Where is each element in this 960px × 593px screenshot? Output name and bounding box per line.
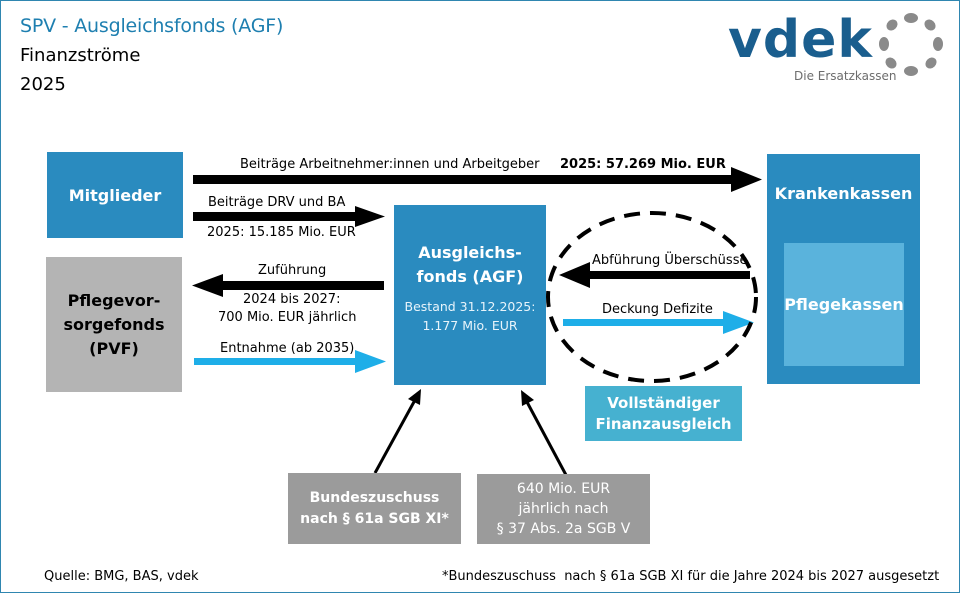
- logo-tagline: Die Ersatzkassen: [794, 69, 897, 83]
- node-bundeszuschuss-line1: Bundeszuschuss: [309, 489, 440, 506]
- logo-wordmark: vdek: [728, 10, 873, 70]
- finanzausgleich-ellipse: [546, 211, 758, 383]
- flow-amount-employee-employer: 2025: 57.269 Mio. EUR: [560, 157, 726, 172]
- flow-label-deckung: Deckung Defizite: [602, 302, 713, 317]
- page-subtitle: Finanzströme: [20, 45, 141, 66]
- flow-label-entnahme: Entnahme (ab 2035): [220, 341, 355, 356]
- vdek-logo: vdek Die Ersatzkassen: [728, 10, 948, 88]
- node-sgbv-line1: 640 Mio. EUR: [516, 481, 611, 497]
- node-krankenkassen-label: Krankenkassen: [774, 184, 913, 203]
- flow-label-drv-ba: Beiträge DRV und BA: [208, 195, 346, 210]
- flow-amount-drv-ba: 2025: 15.185 Mio. EUR: [207, 225, 356, 240]
- arrow-drv-ba: [193, 206, 385, 227]
- flow-amount-zufuehrung-line1: 2024 bis 2027:: [243, 292, 341, 307]
- node-pflegekassen: Pflegekassen: [784, 243, 904, 366]
- page-year: 2025: [20, 74, 66, 95]
- arrow-zufuehrung: [192, 274, 384, 297]
- node-finanzausgleich: Vollständiger Finanzausgleich: [585, 386, 742, 441]
- node-bundeszuschuss: Bundeszuschuss nach § 61a SGB XI*: [288, 473, 461, 544]
- node-bundeszuschuss-line2: nach § 61a SGB XI*: [300, 510, 449, 527]
- node-sgbv-line3: § 37 Abs. 2a SGB V: [496, 521, 631, 537]
- node-pvf-line1: Pflegevor-: [67, 290, 161, 310]
- flow-label-abfuehrung: Abführung Überschüsse: [592, 253, 748, 268]
- page-title: SPV - Ausgleichsfonds (AGF): [20, 15, 284, 37]
- arrow-abfuehrung: [559, 262, 750, 288]
- arrow-entnahme: [194, 350, 386, 373]
- node-agf-title-line1: Ausgleichs-: [418, 243, 522, 262]
- arrow-sgbv: [521, 390, 568, 476]
- node-pvf-line2: sorgefonds: [63, 314, 165, 334]
- node-sgbv: 640 Mio. EUR jährlich nach § 37 Abs. 2a …: [477, 474, 650, 544]
- dotted-ring-icon: [879, 13, 943, 76]
- flow-label-employee-employer: Beiträge Arbeitnehmer:innen und Arbeitge…: [240, 157, 540, 172]
- arrow-employee-employer: [193, 167, 762, 192]
- footnote: *Bundeszuschuss nach § 61a SGB XI für di…: [442, 569, 940, 584]
- node-pvf-line3: (PVF): [89, 338, 139, 358]
- node-agf-balance-line1: Bestand 31.12.2025:: [404, 299, 536, 314]
- node-agf-balance-line2: 1.177 Mio. EUR: [422, 318, 518, 333]
- node-finanzausgleich-line1: Vollständiger: [607, 393, 720, 412]
- node-finanzausgleich-line2: Finanzausgleich: [595, 414, 732, 433]
- node-pvf: Pflegevor- sorgefonds (PVF): [46, 257, 182, 392]
- node-agf-title-line2: fonds (AGF): [416, 267, 524, 286]
- node-pflegekassen-label: Pflegekassen: [784, 295, 904, 314]
- arrow-bundeszuschuss: [373, 389, 421, 474]
- flow-amount-zufuehrung-line2: 700 Mio. EUR jährlich: [218, 310, 357, 325]
- node-agf: Ausgleichs- fonds (AGF) Bestand 31.12.20…: [394, 205, 546, 385]
- node-mitglieder-label: Mitglieder: [68, 185, 162, 205]
- flow-label-zufuehrung: Zuführung: [258, 263, 327, 278]
- source-note: Quelle: BMG, BAS, vdek: [44, 569, 199, 584]
- node-mitglieder: Mitglieder: [47, 152, 183, 238]
- arrow-deckung: [563, 311, 754, 334]
- node-sgbv-line2: jährlich nach: [518, 501, 609, 517]
